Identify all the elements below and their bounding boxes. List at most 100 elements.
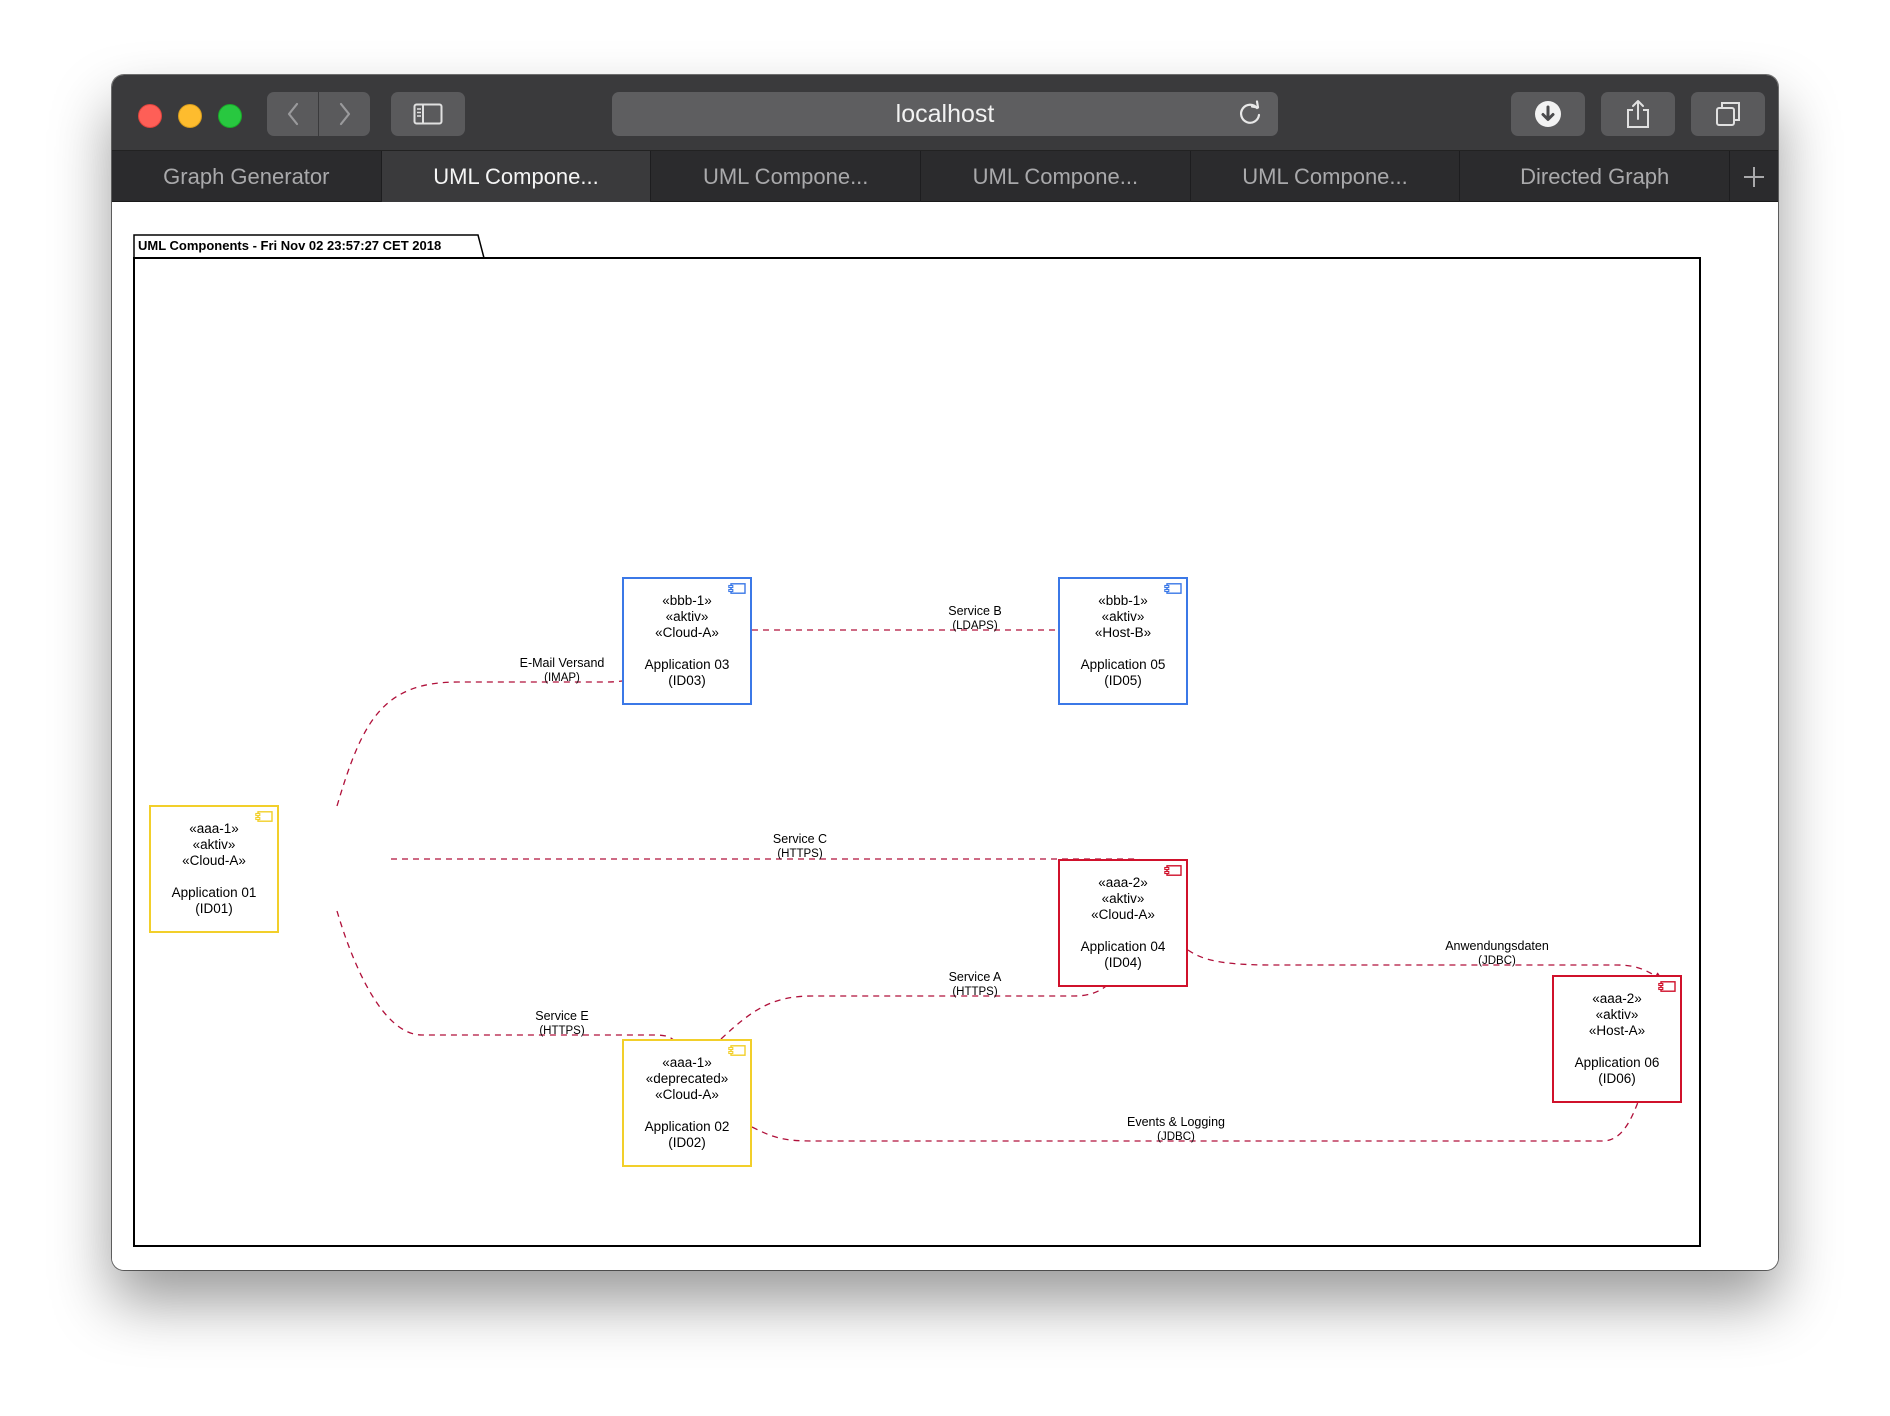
dependency-edge-app02-app06[interactable] — [751, 1081, 1647, 1142]
reload-icon[interactable] — [1236, 100, 1264, 128]
component-stereotype: «aaa-2» — [1592, 991, 1642, 1006]
edge-label-name: Service A — [948, 970, 1002, 984]
navigation-buttons — [267, 92, 370, 136]
tab-overview-icon — [1716, 102, 1740, 126]
component-stereotype: «Cloud-A» — [1091, 907, 1155, 922]
component-stereotype: «bbb-1» — [1098, 593, 1148, 608]
edge-label: Anwendungsdaten (JDBC) — [1397, 939, 1597, 969]
share-icon — [1627, 100, 1649, 128]
component-stereotype: «aktiv» — [1595, 1007, 1639, 1022]
edge-label-name: E-Mail Versand — [519, 656, 605, 670]
dependency-edge-app01-app03[interactable] — [336, 669, 652, 807]
edge-label-name: Service B — [948, 604, 1002, 618]
download-button[interactable] — [1511, 92, 1585, 136]
sidebar-toggle-button[interactable] — [391, 92, 465, 136]
tab-overview-button[interactable] — [1691, 92, 1765, 136]
component-stereotype: «aktiv» — [1101, 609, 1145, 624]
tab-uml-components-3[interactable]: UML Compone... — [921, 151, 1191, 202]
diagram-title: UML Components - Fri Nov 02 23:57:27 CET… — [138, 238, 442, 253]
edge-label-protocol: (JDBC) — [1478, 955, 1516, 967]
edge-label: Service E (HTTPS) — [462, 1009, 662, 1039]
dependency-edge-app02-app04[interactable] — [720, 966, 1123, 1040]
component-icon — [255, 811, 273, 822]
tab-uml-components-active[interactable]: UML Compone... — [381, 151, 652, 202]
chevron-right-icon — [339, 102, 350, 126]
component-stereotype: «aktiv» — [192, 837, 236, 852]
tab-label: UML Compone... — [433, 163, 599, 189]
component-name: Application 04 — [1080, 939, 1166, 954]
component-stereotype: «Host-A» — [1588, 1023, 1646, 1038]
edge-label-name: Anwendungsdaten — [1445, 939, 1549, 953]
back-button[interactable] — [267, 92, 318, 136]
edge-label-protocol: (JDBC) — [1157, 1131, 1195, 1143]
tab-label: UML Compone... — [702, 163, 869, 189]
tab-bar: Graph Generator UML Compone... UML Compo… — [112, 151, 1778, 202]
tab-directed-graph[interactable]: Directed Graph — [1460, 151, 1731, 202]
component-stereotype: «Cloud-A» — [182, 853, 246, 868]
component-app01[interactable]: «aaa-1»«aktiv»«Cloud-A»Application 01(ID… — [149, 805, 279, 933]
dependency-edge-app04-app06[interactable] — [1187, 949, 1664, 982]
component-id: (ID05) — [1104, 673, 1142, 688]
component-app04[interactable]: «aaa-2»«aktiv»«Cloud-A» Application 04(ID… — [1058, 859, 1188, 987]
component-app03[interactable]: «bbb-1»«aktiv»«Cloud-A»Application 03(ID… — [622, 577, 752, 705]
browser-window: localhost Graph Generator UML Compone...… — [112, 75, 1778, 1270]
component-name: Application 05 — [1080, 657, 1166, 672]
close-window-button[interactable] — [138, 104, 162, 128]
edge-label-protocol: (LDAPS) — [952, 620, 998, 632]
edge-label-name: Service E — [535, 1009, 589, 1023]
component-icon — [1164, 865, 1182, 876]
frame-tab — [133, 234, 485, 259]
component-stereotype: «Cloud-A» — [655, 625, 719, 640]
address-bar[interactable]: localhost — [612, 92, 1278, 136]
tab-graph-generator[interactable]: Graph Generator — [112, 151, 382, 202]
sidebar-icon — [413, 103, 443, 125]
component-id: (ID06) — [1598, 1071, 1636, 1086]
component-id: (ID01) — [195, 901, 233, 916]
new-tab-button[interactable] — [1730, 151, 1778, 202]
edge-label: Service C (HTTPS) — [700, 832, 900, 862]
component-name: Application 06 — [1574, 1055, 1660, 1070]
diagram-frame — [133, 257, 1701, 1247]
edge-label: Service B (LDAPS) — [875, 604, 1075, 634]
maximize-window-button[interactable] — [218, 104, 242, 128]
component-app02[interactable]: «aaa-1»«deprecated»«Cloud-A»Application … — [622, 1039, 752, 1167]
uml-diagram-canvas — [133, 234, 1701, 1247]
component-stereotype: «bbb-1» — [662, 593, 712, 608]
tab-label: UML Compone... — [972, 163, 1139, 189]
edges-group — [336, 625, 1664, 1142]
forward-button[interactable] — [319, 92, 370, 136]
edge-label-protocol: (HTTPS) — [539, 1025, 585, 1037]
tab-label: Directed Graph — [1520, 163, 1670, 189]
component-app06[interactable]: «aaa-2»«aktiv»«Host-A» Application 06(ID0… — [1552, 975, 1682, 1103]
edge-label-protocol: (IMAP) — [544, 672, 580, 684]
component-stereotype: «Cloud-A» — [655, 1087, 719, 1102]
tab-uml-components-4[interactable]: UML Compone... — [1191, 151, 1461, 202]
component-app05[interactable]: «bbb-1»«aktiv»«Host-B»Application 05(ID0… — [1058, 577, 1188, 705]
share-button[interactable] — [1601, 92, 1675, 136]
component-icon — [1658, 981, 1676, 992]
component-stereotype: «deprecated» — [645, 1071, 729, 1086]
component-icon — [728, 583, 746, 594]
component-icon — [728, 1045, 746, 1056]
edge-label: Events & Logging (JDBC) — [1076, 1115, 1276, 1145]
component-stereotype: «aaa-2» — [1098, 875, 1148, 890]
chevron-left-icon — [287, 102, 298, 126]
edge-label-name: Service C — [772, 832, 828, 846]
edge-label: E-Mail Versand (IMAP) — [462, 656, 662, 686]
minimize-window-button[interactable] — [178, 104, 202, 128]
page-content: UML Components - Fri Nov 02 23:57:27 CET… — [112, 202, 1778, 1270]
component-name: Application 03 — [644, 657, 730, 672]
edge-label: Service A (HTTPS) — [875, 970, 1075, 1000]
component-id: (ID04) — [1104, 955, 1142, 970]
edge-label-name: Events & Logging — [1127, 1115, 1225, 1129]
component-name: Application 01 — [171, 885, 257, 900]
plus-icon — [1744, 166, 1764, 187]
component-stereotype: «aktiv» — [1101, 891, 1145, 906]
browser-toolbar: localhost — [112, 75, 1778, 151]
edge-label-protocol: (HTTPS) — [777, 848, 823, 860]
tab-label: UML Compone... — [1242, 163, 1408, 189]
address-text: localhost — [895, 99, 995, 128]
component-name: Application 02 — [644, 1119, 730, 1134]
edge-label-protocol: (HTTPS) — [952, 986, 998, 998]
tab-uml-components-2[interactable]: UML Compone... — [651, 151, 922, 202]
